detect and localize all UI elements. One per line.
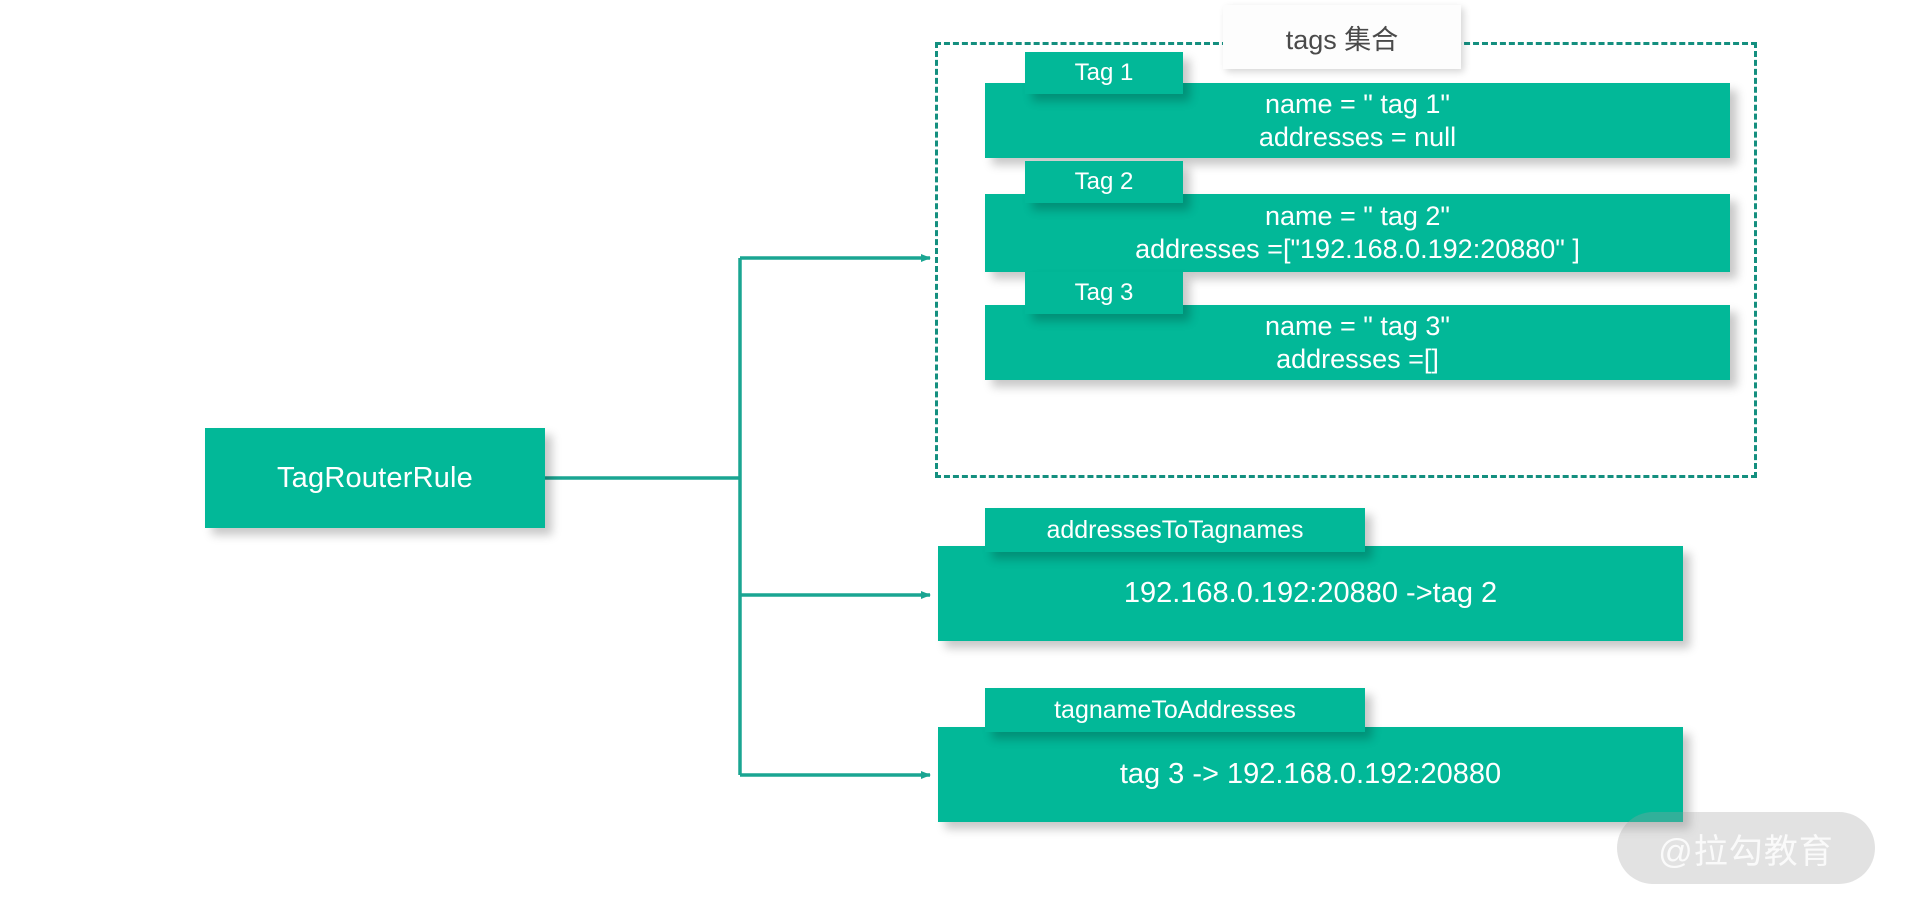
tag-3-name-line: name = " tag 3" xyxy=(1264,310,1451,341)
tag-2-addresses-line: addresses =["192.168.0.192:20880" ] xyxy=(1135,234,1580,264)
tag-2-name-line: name = " tag 2" xyxy=(1264,201,1451,232)
tag-card-body-1[interactable]: name = " tag 1" addresses = null xyxy=(985,83,1730,158)
map-body-tagname-to-addresses[interactable]: tag 3 -> 192.168.0.192:20880 xyxy=(938,727,1683,822)
node-tag-router-rule[interactable]: TagRouterRule xyxy=(205,428,545,528)
map-tab-tagname-to-addresses[interactable]: tagnameToAddresses xyxy=(985,688,1365,732)
tag-card-body-2[interactable]: name = " tag 2" addresses =["192.168.0.1… xyxy=(985,194,1730,272)
map-addresses-to-tagnames-entry: 192.168.0.192:20880 ->tag 2 xyxy=(1123,576,1498,609)
tags-collection-title: tags 集合 xyxy=(1223,5,1461,69)
tag-card-body-3[interactable]: name = " tag 3" addresses =[] xyxy=(985,305,1730,380)
map-tab-addresses-to-tagnames[interactable]: addressesToTagnames xyxy=(985,508,1365,552)
node-tag-router-rule-label: TagRouterRule xyxy=(276,461,474,494)
tag-1-addresses-line: addresses = null xyxy=(1258,121,1457,152)
tag-card-tab-3[interactable]: Tag 3 xyxy=(1025,272,1183,314)
tag-card-tab-1[interactable]: Tag 1 xyxy=(1025,52,1183,94)
map-tagname-to-addresses-entry: tag 3 -> 192.168.0.192:20880 xyxy=(1119,757,1502,790)
map-body-addresses-to-tagnames[interactable]: 192.168.0.192:20880 ->tag 2 xyxy=(938,546,1683,641)
tag-1-name-line: name = " tag 1" xyxy=(1264,88,1451,119)
watermark: @拉勾教育 xyxy=(1617,812,1875,884)
tag-3-addresses-line: addresses =[] xyxy=(1276,343,1439,374)
tag-card-tab-2[interactable]: Tag 2 xyxy=(1025,161,1183,203)
